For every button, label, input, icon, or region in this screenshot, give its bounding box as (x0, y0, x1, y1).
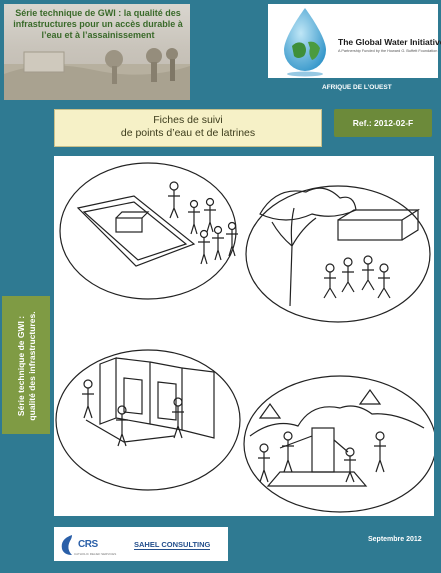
illustration-meeting-under-tree (245, 185, 431, 323)
illustration-handpump (243, 375, 437, 513)
side-series-text: Série technique de GWI : qualité des inf… (16, 298, 38, 434)
gwi-logo: The Global Water Initiative A Partnershi… (268, 4, 441, 78)
illustrations (55, 162, 437, 513)
crs-name: CRS (78, 539, 98, 550)
illustration-latrines (55, 349, 241, 491)
water-drop-globe-icon (284, 8, 326, 77)
crs-logo-icon (61, 535, 72, 555)
side-series-line-2: qualité des infrastructures. (27, 311, 37, 421)
partner-logos: CRS CATHOLIC RELIEF SERVICES SAHEL CONSU… (54, 527, 228, 561)
crs-subtitle: CATHOLIC RELIEF SERVICES (74, 552, 117, 556)
logo-name: The Global Water Initiative (338, 37, 441, 47)
reference-badge: Ref.: 2012-02-F (334, 109, 432, 137)
region-label: AFRIQUE DE L’OUEST (322, 84, 392, 91)
header-photo: Série technique de GWI : la qualité des … (4, 4, 190, 100)
publication-date: Septembre 2012 (368, 536, 422, 543)
logo-tagline: A Partnership Funded by the Howard G. Bu… (338, 49, 438, 53)
document-title-line-1: Fiches de suivi (153, 114, 223, 126)
side-series-line-1: Série technique de GWI : (16, 315, 26, 417)
side-series-label: Série technique de GWI : qualité des inf… (2, 296, 50, 434)
sahel-consulting-name: SAHEL CONSULTING (134, 540, 211, 550)
illustration-panel (54, 156, 437, 516)
illustration-water-point (59, 162, 238, 300)
document-title-line-2: de points d’eau et de latrines (120, 127, 256, 139)
series-title: Série technique de GWI : la qualité des … (13, 8, 183, 40)
document-title-box: Fiches de suivi de points d’eau et de la… (54, 109, 322, 147)
header-photo-scene (4, 48, 190, 100)
